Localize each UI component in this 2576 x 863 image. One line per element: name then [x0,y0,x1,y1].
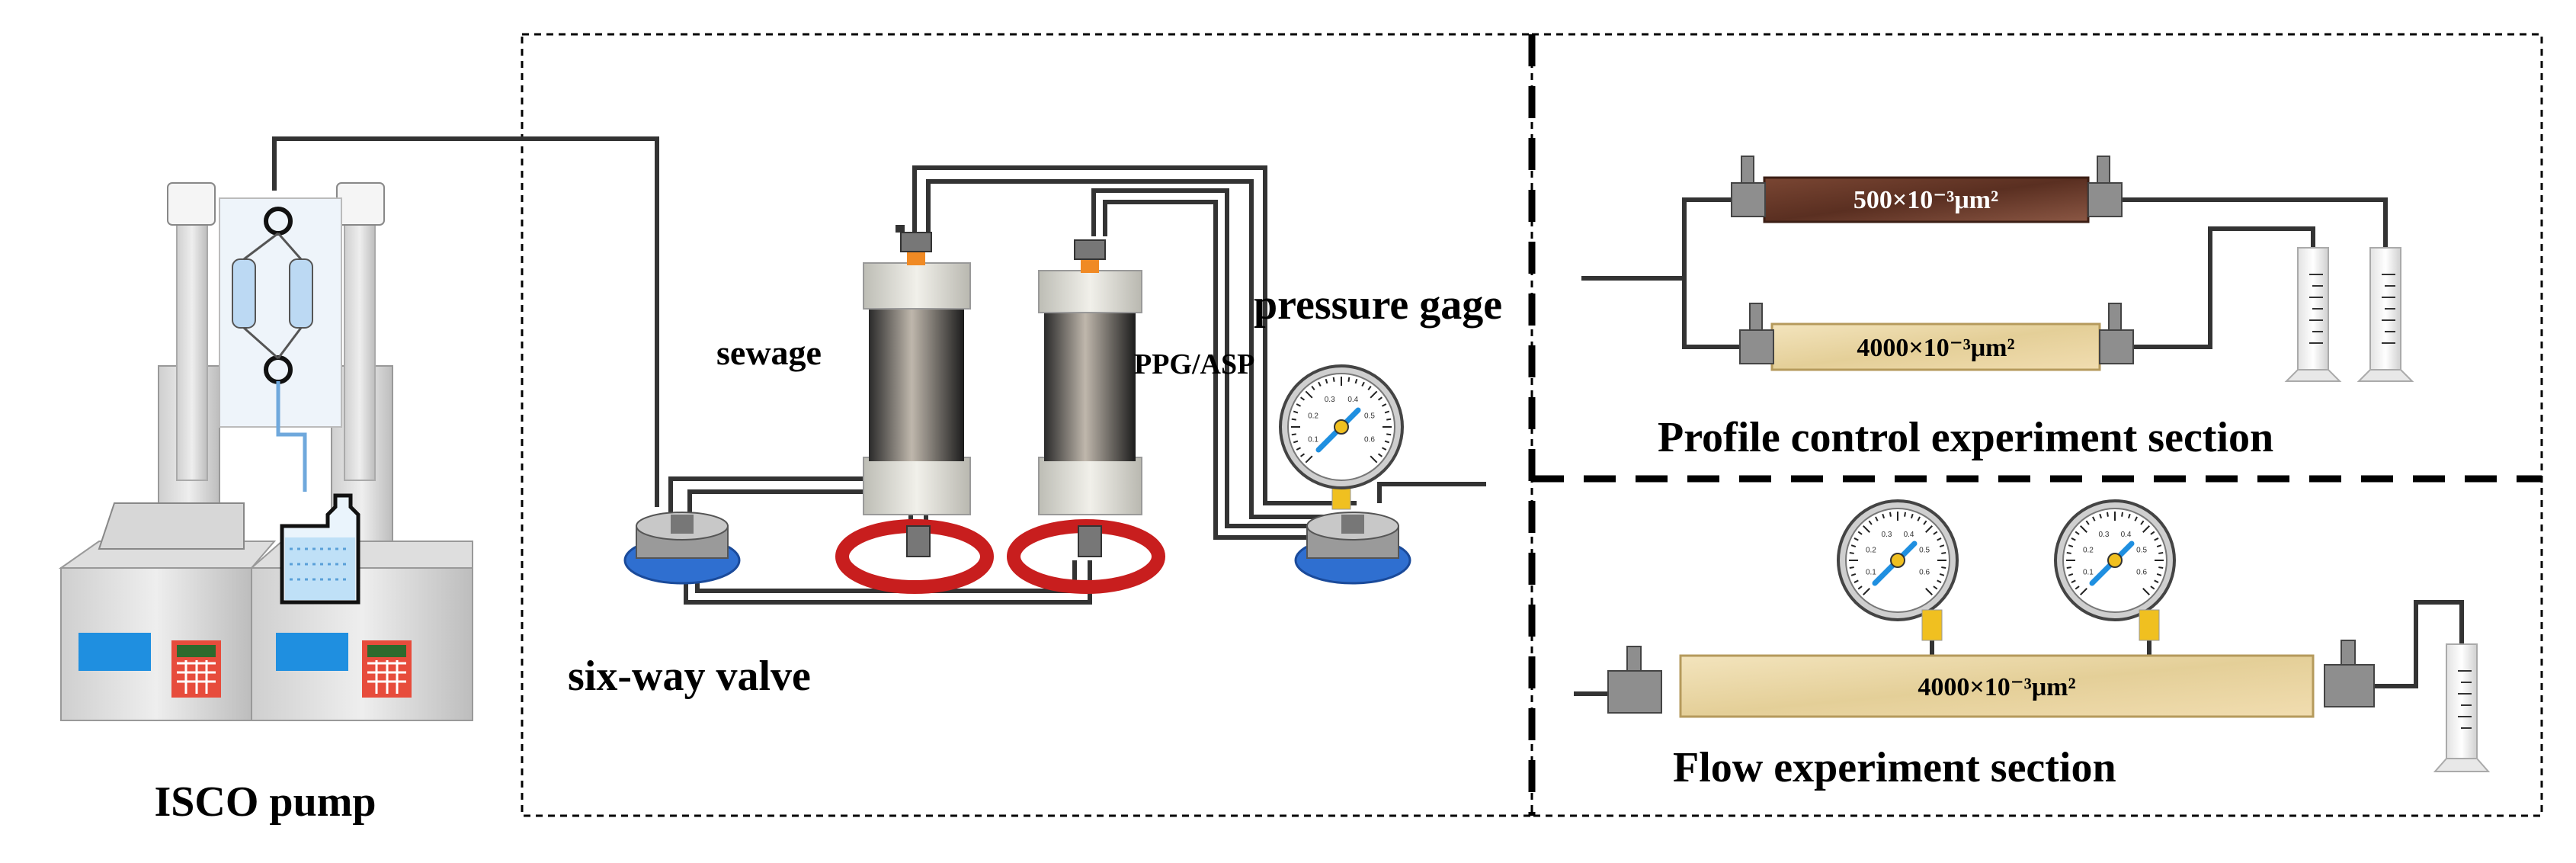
gauge-tick-label: 0.6 [1364,435,1375,444]
label-pressure-gage: pressure gage [1254,281,1502,329]
pump-screen-left [78,633,151,671]
core-label-low-perm: 500×10⁻³μm² [1854,186,1998,214]
isco-pump [58,182,473,721]
gauge-tick-label: 0.2 [2083,546,2094,554]
label-six-way-valve: six-way valve [568,653,811,700]
measuring-cylinder-3 [2433,643,2491,772]
pump-keypad-left [171,640,221,698]
valve-fittings-flow [1607,640,2375,714]
pressure-gauge-flow-1: 0.1 0.2 0.3 0.4 0.5 0.6 [1837,499,1959,621]
pressure-gauge-main: 0.1 0.2 0.3 0.4 0.5 0.6 [1279,364,1404,510]
measuring-cylinder-2 [2357,247,2414,382]
ppg-asp-cylinder [1007,239,1165,594]
profile-pipes [1581,197,2388,349]
gauge-tick-label: 0.1 [1308,435,1318,444]
gauge-tick-label: 0.1 [1866,569,1876,577]
gauge-tick-label: 0.5 [1919,546,1930,554]
gauge-tick-label: 0.6 [2136,569,2147,577]
gauge-tick-label: 0.3 [1325,396,1335,404]
gauge-tick-label: 0.1 [2083,569,2094,577]
gauge-tick-label: 0.4 [2121,531,2132,539]
gauge-tick-label: 0.4 [1904,531,1914,539]
label-ppg-asp: PPG/ASP [1134,348,1254,380]
pipe-network [272,136,1486,605]
sewage-cylinder [835,225,994,594]
pump-keypad-right [362,640,412,698]
label-flow-section: Flow experiment section [1673,744,2116,791]
gauge-tick-label: 0.3 [1882,531,1892,539]
core-label-flow: 4000×10⁻³μm² [1918,673,2075,701]
frame-left-dotted [521,33,1533,817]
gauge-stems [1921,609,2160,641]
six-way-valve-left [623,512,741,585]
gauge-tick-label: 0.5 [2136,546,2147,554]
label-isco-pump: ISCO pump [154,778,376,826]
core-label-high-perm: 4000×10⁻³μm² [1857,334,2014,362]
pump-screen-right [276,633,348,671]
pressure-gauge-flow-2: 0.1 0.2 0.3 0.4 0.5 0.6 [2054,499,2176,621]
light-core-sample-profile: 4000×10⁻³μm² [1770,322,2101,371]
label-sewage: sewage [716,333,822,372]
frame-right-dotted [1530,33,2543,817]
gauge-tick-label: 0.2 [1308,412,1318,421]
valve-fittings-profile [1731,156,2134,364]
six-way-valve-right [1294,512,1411,585]
dark-core-sample: 500×10⁻³μm² [1763,176,2090,223]
beaker-icon [280,493,360,605]
measuring-cylinder-1 [2284,247,2342,382]
gauge-tick-label: 0.4 [1347,396,1358,404]
gauge-tick-label: 0.2 [1866,546,1876,554]
gauge-tick-label: 0.3 [2099,531,2110,539]
light-core-sample-flow: 4000×10⁻³μm² [1679,654,2315,718]
gauge-tick-label: 0.6 [1919,569,1930,577]
gauge-tick-label: 0.5 [1364,412,1375,421]
label-profile-section: Profile control experiment section [1658,414,2273,461]
